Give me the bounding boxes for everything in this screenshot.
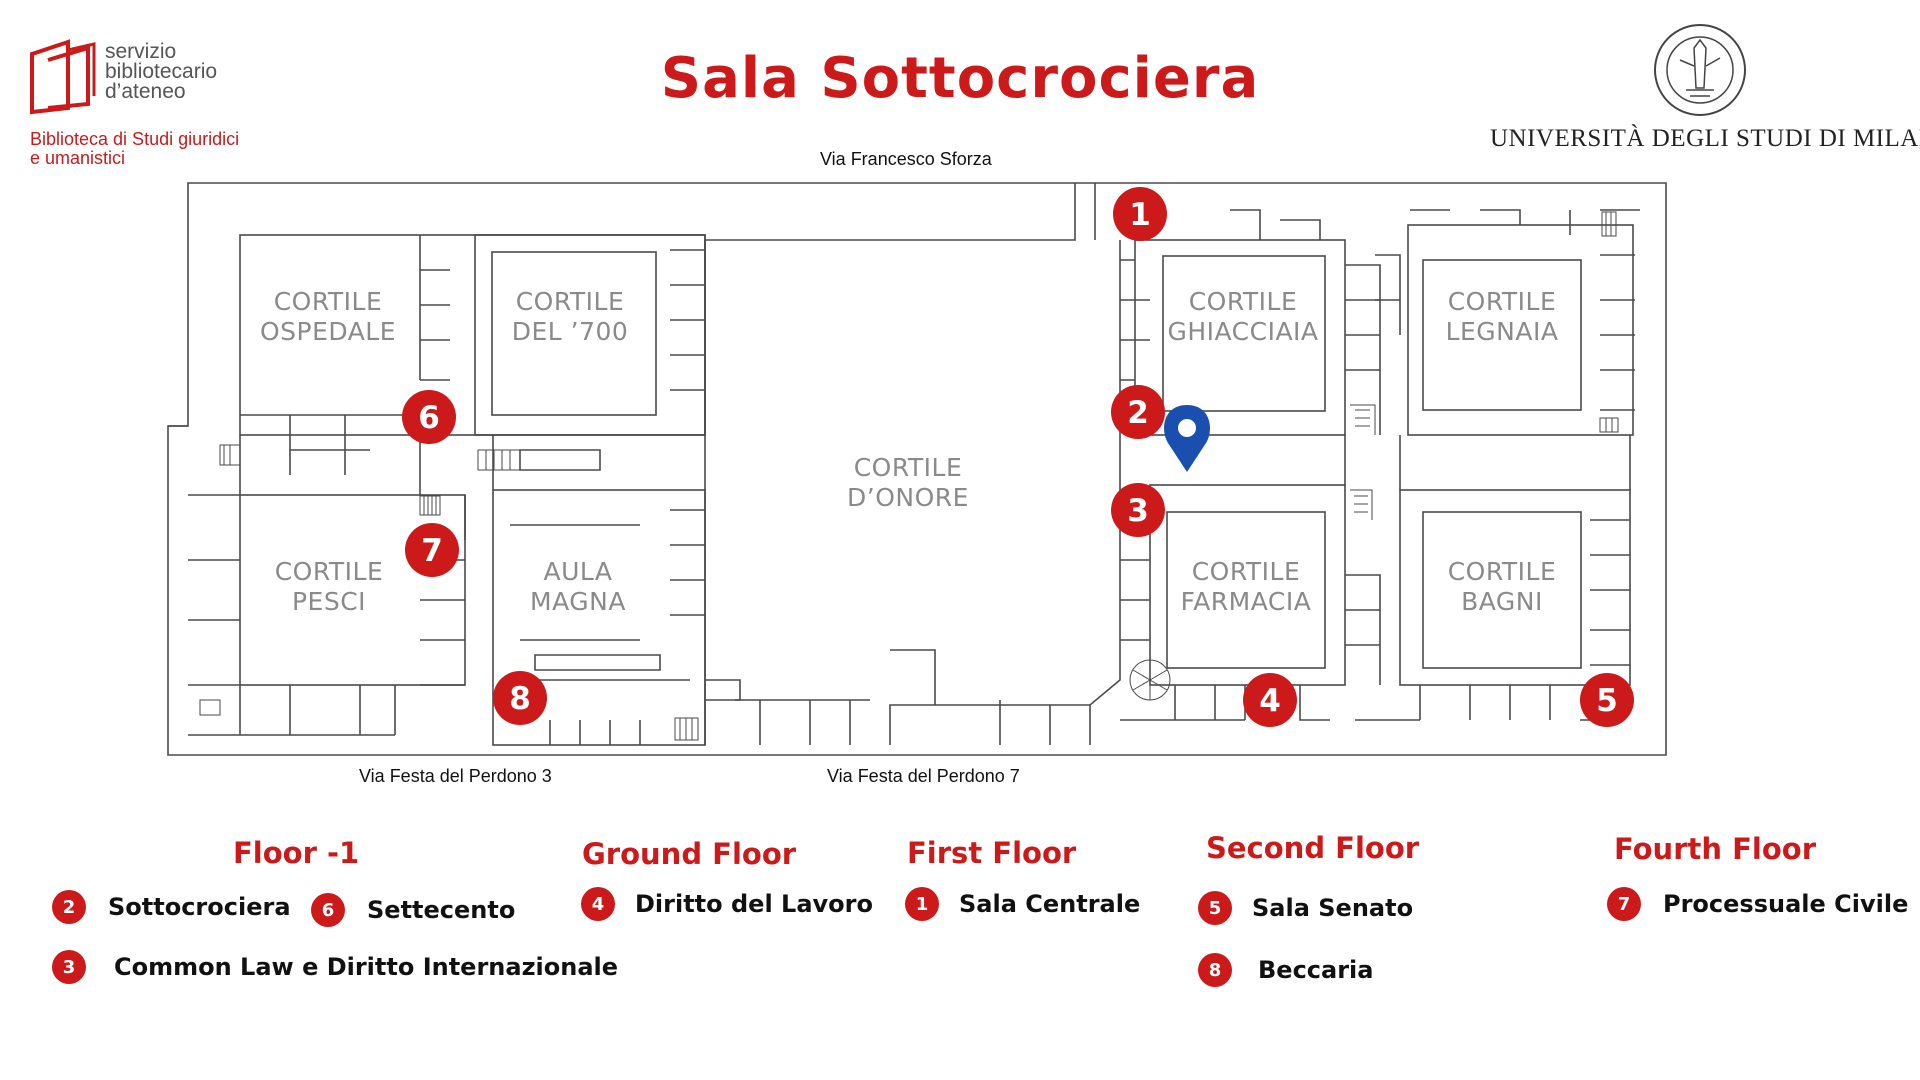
- street-bottom-left: Via Festa del Perdono 3: [359, 766, 552, 786]
- logo-sub-line-2: e umanistici: [30, 148, 126, 168]
- legend-label: Diritto del Lavoro: [635, 890, 873, 918]
- legend-item-sala-senato[interactable]: 5 Sala Senato: [1198, 891, 1413, 925]
- legend-badge: 5: [1198, 891, 1232, 925]
- map-marker-5-number: 5: [1596, 683, 1618, 719]
- building-walls: [167, 182, 1667, 756]
- courtyard-onore-line2: D’ONORE: [847, 483, 969, 512]
- logo-line-2: bibliotecario: [105, 60, 218, 83]
- map-marker-6[interactable]: 6: [402, 390, 456, 444]
- courtyard-bagni-line1: CORTILE: [1448, 557, 1557, 586]
- page-title: Sala Sottocrociera: [660, 46, 1260, 111]
- legend-label: Sala Senato: [1252, 894, 1414, 922]
- library-logo-icon: [30, 39, 96, 115]
- map-marker-2[interactable]: 2: [1111, 385, 1165, 439]
- location-pin-icon[interactable]: [1164, 405, 1210, 472]
- courtyard-onore-line1: CORTILE: [854, 453, 963, 482]
- courtyard-700-line2: DEL ’700: [512, 317, 629, 346]
- legend-label: Sala Centrale: [959, 890, 1141, 918]
- legend-floor-m1-heading: Floor -1: [233, 836, 360, 870]
- legend-label: Settecento: [367, 896, 516, 924]
- legend-second-heading: Second Floor: [1206, 831, 1420, 865]
- aula-magna-line1: AULA: [543, 557, 612, 586]
- courtyard-legnaia-line2: LEGNAIA: [1446, 317, 1559, 346]
- legend-item-sala-centrale[interactable]: 1 Sala Centrale: [905, 887, 1140, 921]
- legend-ground-heading: Ground Floor: [582, 837, 797, 871]
- map-marker-7[interactable]: 7: [405, 523, 459, 577]
- legend-badge: 2: [52, 890, 86, 924]
- legend-item-sottocrociera[interactable]: 2 Sottocrociera: [52, 890, 291, 924]
- street-bottom-center: Via Festa del Perdono 7: [827, 766, 1020, 786]
- logo-line-3: d’ateneo: [105, 80, 186, 103]
- street-top: Via Francesco Sforza: [820, 149, 992, 169]
- courtyard-ghiacciaia-line2: GHIACCIAIA: [1167, 317, 1318, 346]
- map-marker-3[interactable]: 3: [1111, 483, 1165, 537]
- legend-badge: 3: [52, 950, 86, 984]
- courtyard-bagni-line2: BAGNI: [1461, 587, 1543, 616]
- aula-magna-line2: MAGNA: [530, 587, 626, 616]
- legend-badge: 1: [905, 887, 939, 921]
- logo-sub-line-1: Biblioteca di Studi giuridici: [30, 129, 240, 149]
- map-marker-1-number: 1: [1129, 197, 1151, 233]
- stair-details: [199, 211, 1619, 741]
- map-marker-7-number: 7: [421, 533, 443, 569]
- courtyard-farmacia-line1: CORTILE: [1192, 557, 1301, 586]
- logo-line-1: servizio: [105, 40, 177, 63]
- legend-item-common-law[interactable]: 3 Common Law e Diritto Internazionale: [52, 950, 618, 984]
- courtyard-ospedale-line2: OSPEDALE: [260, 317, 396, 346]
- legend-label: Beccaria: [1258, 956, 1374, 984]
- map-marker-4-number: 4: [1259, 683, 1281, 719]
- courtyard-pesci-line1: CORTILE: [275, 557, 384, 586]
- map-marker-2-number: 2: [1127, 395, 1149, 431]
- map-marker-3-number: 3: [1127, 493, 1149, 529]
- courtyard-pesci-line2: PESCI: [292, 587, 366, 616]
- courtyard-farmacia-line2: FARMACIA: [1181, 587, 1312, 616]
- legend-item-processuale-civile[interactable]: 7 Processuale Civile: [1607, 887, 1908, 921]
- map-marker-1[interactable]: 1: [1113, 187, 1167, 241]
- legend-badge: 8: [1198, 953, 1232, 987]
- map-marker-8[interactable]: 8: [493, 671, 547, 725]
- legend-item-diritto-lavoro[interactable]: 4 Diritto del Lavoro: [581, 887, 873, 921]
- courtyard-ghiacciaia-line1: CORTILE: [1189, 287, 1298, 316]
- legend-badge: 4: [581, 887, 615, 921]
- library-logo: servizio bibliotecario d’ateneo Bibliote…: [28, 38, 258, 178]
- courtyard-legnaia-line1: CORTILE: [1448, 287, 1557, 316]
- legend-item-beccaria[interactable]: 8 Beccaria: [1198, 953, 1373, 987]
- map-marker-6-number: 6: [418, 400, 440, 436]
- courtyard-ospedale-line1: CORTILE: [274, 287, 383, 316]
- legend-label: Common Law e Diritto Internazionale: [114, 953, 619, 981]
- map-marker-5[interactable]: 5: [1580, 673, 1634, 727]
- legend-label: Processuale Civile: [1663, 890, 1909, 918]
- legend-badge: 6: [311, 893, 345, 927]
- map-marker-4[interactable]: 4: [1243, 673, 1297, 727]
- legend-item-settecento[interactable]: 6 Settecento: [311, 893, 515, 927]
- map-marker-8-number: 8: [509, 681, 531, 717]
- university-name: UNIVERSITÀ DEGLI STUDI DI MILANO: [1490, 125, 1920, 152]
- courtyard-700-line1: CORTILE: [516, 287, 625, 316]
- university-seal-icon: [1654, 24, 1746, 116]
- legend-fourth-heading: Fourth Floor: [1614, 832, 1817, 866]
- legend-label: Sottocrociera: [108, 893, 291, 921]
- legend-badge: 7: [1607, 887, 1641, 921]
- legend-first-heading: First Floor: [907, 836, 1077, 870]
